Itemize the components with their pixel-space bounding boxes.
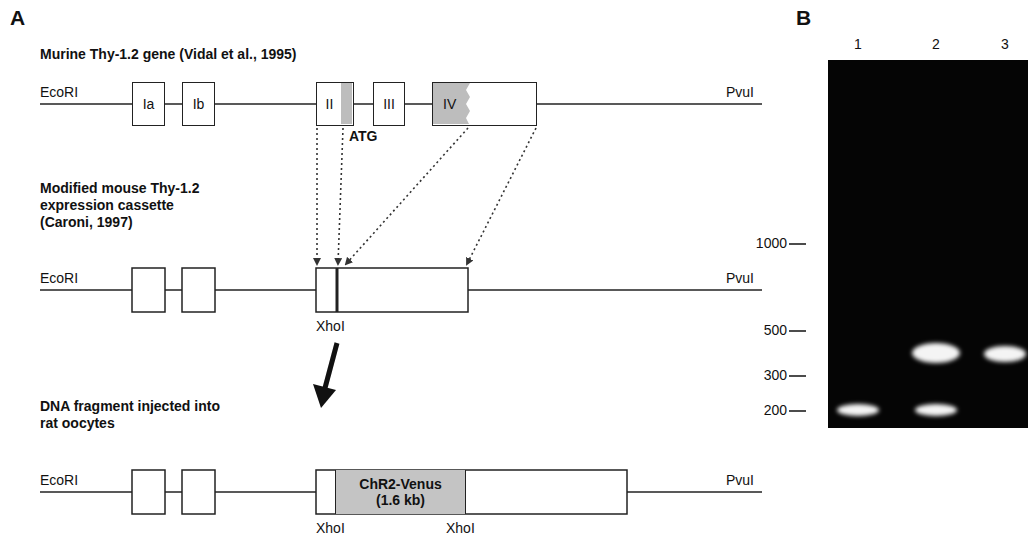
- restriction-site: PvuI: [726, 84, 754, 101]
- exon-label: II: [326, 96, 334, 112]
- coding-shading: [317, 83, 352, 124]
- row-title: DNA fragment injected into rat oocytes: [40, 398, 230, 432]
- exon-box: IV: [432, 82, 537, 126]
- size-marker: 300: [764, 367, 787, 384]
- exon-box: Ia: [132, 82, 165, 126]
- size-marker: 500: [764, 322, 787, 339]
- size-marker: 200: [764, 402, 787, 419]
- row-title: Murine Thy-1.2 gene (Vidal et al., 1995): [40, 46, 297, 63]
- exon-box: III: [373, 82, 405, 126]
- restriction-site: EcoRI: [40, 84, 78, 101]
- exon-box: [132, 268, 165, 312]
- marker-ticks: [789, 244, 806, 411]
- exon-label: Ib: [193, 96, 205, 112]
- insert-box: ChR2-Venus (1.6 kb): [335, 470, 466, 514]
- panel-letter: A: [10, 6, 25, 30]
- exon-box: Ib: [182, 82, 215, 126]
- lane-number: 2: [921, 36, 951, 53]
- exon-label: ChR2-Venus (1.6 kb): [351, 476, 451, 508]
- restriction-site: XhoI: [316, 318, 345, 335]
- exon-label: III: [383, 96, 395, 112]
- restriction-site: PvuI: [726, 472, 754, 489]
- exon-box: [316, 470, 627, 514]
- xhoi-site: [336, 268, 339, 312]
- exon-box: [316, 268, 468, 312]
- restriction-site: EcoRI: [40, 270, 78, 287]
- exon-box: [132, 470, 165, 514]
- exon-box: II: [316, 82, 354, 126]
- gel-bands: [837, 343, 1026, 416]
- restriction-site: XhoI: [446, 520, 475, 537]
- exon-label: IV: [443, 96, 456, 112]
- exon-box: [182, 470, 215, 514]
- panel-letter: B: [796, 6, 811, 30]
- exon-box: [182, 268, 215, 312]
- mapping-arrows: [317, 128, 536, 264]
- gel-image: [828, 60, 1028, 428]
- start-codon: ATG: [349, 128, 378, 145]
- restriction-site: PvuI: [726, 270, 754, 287]
- exon-label: Ia: [143, 96, 155, 112]
- row-title: Modified mouse Thy-1.2 expression casset…: [40, 180, 220, 231]
- insertion-arrow: [313, 343, 337, 408]
- restriction-site: XhoI: [316, 520, 345, 537]
- size-marker: 1000: [756, 235, 787, 252]
- restriction-site: EcoRI: [40, 472, 78, 489]
- lane-number: 1: [843, 36, 873, 53]
- lane-number: 3: [990, 36, 1020, 53]
